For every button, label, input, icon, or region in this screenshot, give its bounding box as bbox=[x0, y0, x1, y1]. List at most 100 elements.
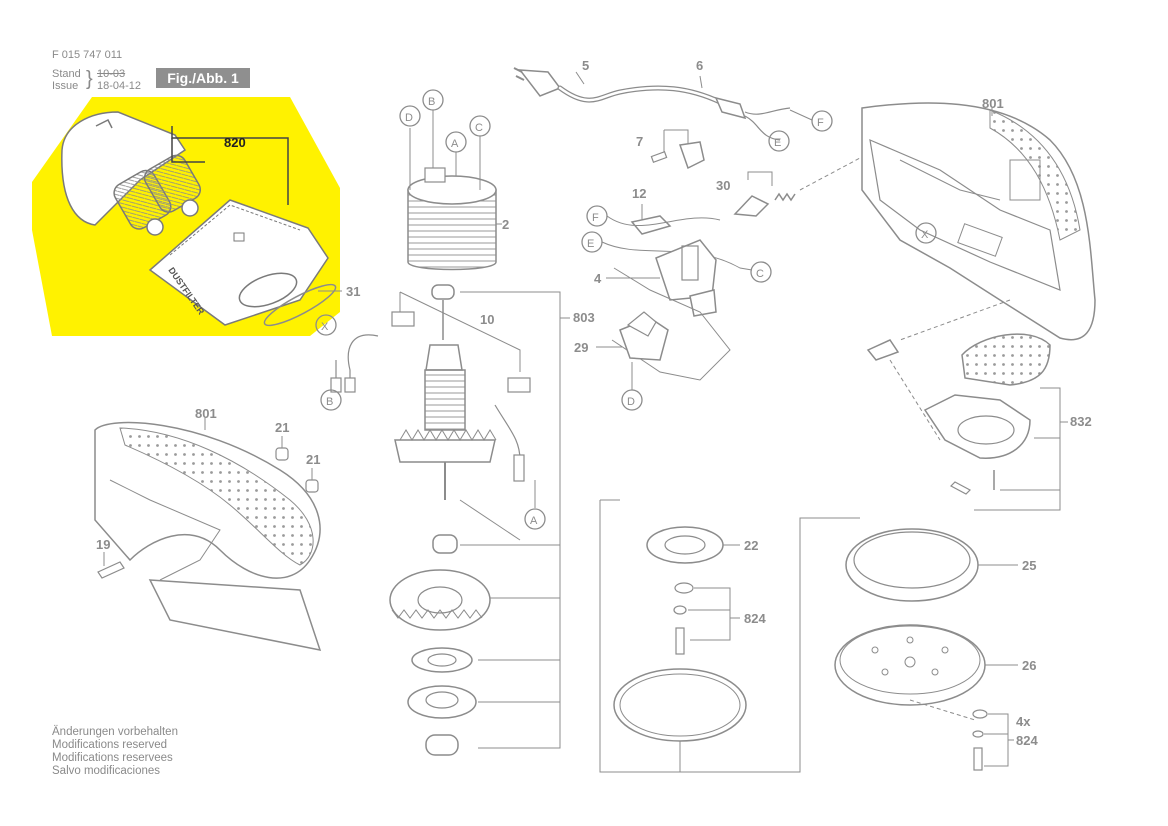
note-de: Änderungen vorbehalten bbox=[52, 726, 178, 738]
callout-c2 bbox=[750, 261, 772, 283]
part-label-12: 12 bbox=[632, 186, 646, 201]
document-number: F 015 747 011 bbox=[52, 49, 123, 61]
fan bbox=[389, 569, 491, 631]
note-en: Modifications reserved bbox=[52, 739, 168, 751]
stator-body bbox=[407, 189, 497, 271]
switch-assembly[interactable]: 12 F E C 4 29 D bbox=[574, 186, 772, 411]
housing-shell-801-right[interactable]: 801 X bbox=[861, 96, 1096, 341]
filter-box bbox=[148, 199, 329, 326]
callout-a2: A bbox=[530, 515, 538, 527]
note-es: Salvo modificaciones bbox=[52, 765, 161, 777]
callout-x1-text: X bbox=[321, 321, 329, 333]
callout-x2 bbox=[915, 222, 937, 244]
part-label-820: 820 bbox=[224, 135, 246, 150]
bearing-bottom bbox=[425, 734, 459, 756]
bracket-820 bbox=[171, 126, 289, 205]
seal-ring-large bbox=[613, 668, 747, 742]
clamp bbox=[678, 141, 705, 170]
callout-c2-text: C bbox=[756, 268, 764, 280]
part-label-10: 10 bbox=[480, 312, 494, 327]
callout-e1-text: E bbox=[774, 137, 781, 149]
part-label-22: 22 bbox=[744, 538, 758, 553]
bracket-glyph: } bbox=[86, 68, 93, 90]
modification-notes: Änderungen vorbehalten Modifications res… bbox=[52, 726, 178, 778]
stand-date: 10-03 bbox=[97, 68, 126, 80]
bearing-top bbox=[431, 284, 455, 300]
callout-d2 bbox=[621, 389, 643, 411]
part-label-29: 29 bbox=[574, 340, 588, 355]
callout-x2-text: X bbox=[921, 229, 929, 241]
commutator bbox=[425, 344, 463, 371]
spring bbox=[774, 192, 796, 202]
part-label-30: 30 bbox=[716, 178, 730, 193]
screw-19 bbox=[97, 561, 125, 579]
issue-label: Issue bbox=[52, 80, 79, 92]
outlet-cover bbox=[961, 333, 1051, 386]
cord-sleeve bbox=[714, 96, 747, 120]
switch-spring-30[interactable]: 30 bbox=[716, 157, 861, 217]
callout-b1: B bbox=[428, 96, 435, 108]
armature-assembly[interactable]: B A 10 803 bbox=[320, 284, 595, 749]
part-label-5: 5 bbox=[582, 58, 589, 73]
filter-box-seam bbox=[169, 204, 301, 256]
note-fr: Modifications reservees bbox=[52, 752, 173, 764]
part-label-801-left: 801 bbox=[195, 406, 217, 421]
housing-shell-801-left[interactable]: 801 21 21 19 bbox=[94, 406, 322, 651]
callout-c1: C bbox=[475, 122, 483, 134]
issue-date: 18-04-12 bbox=[97, 80, 142, 92]
part-label-4: 4 bbox=[594, 271, 602, 286]
switch-cap bbox=[681, 245, 699, 281]
brush-holder-right bbox=[507, 377, 531, 393]
callout-e1 bbox=[768, 130, 790, 152]
brush-holder-left bbox=[391, 311, 415, 327]
part-label-824a: 824 bbox=[744, 611, 766, 626]
callout-f1-text: F bbox=[817, 117, 824, 129]
latch bbox=[866, 339, 900, 361]
power-cord-assembly[interactable]: 5 6 E F bbox=[513, 58, 833, 152]
housing-grip bbox=[989, 109, 1081, 241]
left-housing-outline bbox=[94, 421, 321, 579]
stand-label: Stand bbox=[52, 68, 81, 80]
eccentric bbox=[407, 685, 477, 719]
part-label-6: 6 bbox=[696, 58, 703, 73]
callout-d2-text: D bbox=[627, 396, 635, 408]
part-label-31: 31 bbox=[346, 284, 360, 299]
pad-guard-25 bbox=[845, 528, 979, 602]
armature-fan bbox=[394, 439, 496, 463]
callout-f1 bbox=[811, 110, 833, 132]
switch-body bbox=[655, 239, 717, 301]
cartridge-end-right bbox=[181, 199, 199, 217]
part-label-803: 803 bbox=[573, 310, 595, 325]
slider bbox=[733, 195, 770, 217]
field-stator-2[interactable]: 2 D B A C bbox=[399, 89, 509, 271]
seal-ring bbox=[263, 283, 337, 327]
part-label-26: 26 bbox=[1022, 658, 1036, 673]
figure-label: Fig./Abb. 1 bbox=[156, 68, 250, 88]
callout-e2-text: E bbox=[587, 238, 594, 250]
part-label-19: 19 bbox=[96, 537, 110, 552]
dust-filter-highlight[interactable]: DUSTFILTER 820 bbox=[32, 97, 340, 336]
filter-box-slot bbox=[233, 232, 245, 242]
callout-x1 bbox=[315, 314, 337, 336]
part-label-21a: 21 bbox=[275, 420, 289, 435]
part-label-824b: 824 bbox=[1016, 733, 1038, 748]
pad-brake-assembly[interactable]: 22 824 bbox=[599, 499, 860, 773]
left-housing-grip bbox=[119, 427, 314, 566]
seal-31[interactable]: 31 X bbox=[260, 278, 360, 336]
bracket-820-left bbox=[171, 138, 205, 163]
cover-clip bbox=[95, 118, 113, 129]
part-label-25: 25 bbox=[1022, 558, 1036, 573]
filter-cover bbox=[61, 111, 187, 226]
filter-box-outlet bbox=[238, 272, 298, 308]
plug bbox=[518, 69, 562, 97]
dust-outlet-832[interactable]: 832 bbox=[866, 333, 1092, 511]
part-label-2: 2 bbox=[502, 217, 509, 232]
fan-and-bearing-stack[interactable] bbox=[389, 569, 491, 756]
cord-clamp-7[interactable]: 7 bbox=[636, 129, 705, 170]
armature-core bbox=[424, 369, 466, 431]
part-label-801-top: 801 bbox=[982, 96, 1004, 111]
sanding-pad-assembly[interactable]: 25 26 4x 824 bbox=[834, 528, 1038, 771]
clamp-screw bbox=[650, 151, 668, 163]
callout-b2: B bbox=[326, 396, 333, 408]
callout-d1: D bbox=[405, 112, 413, 124]
